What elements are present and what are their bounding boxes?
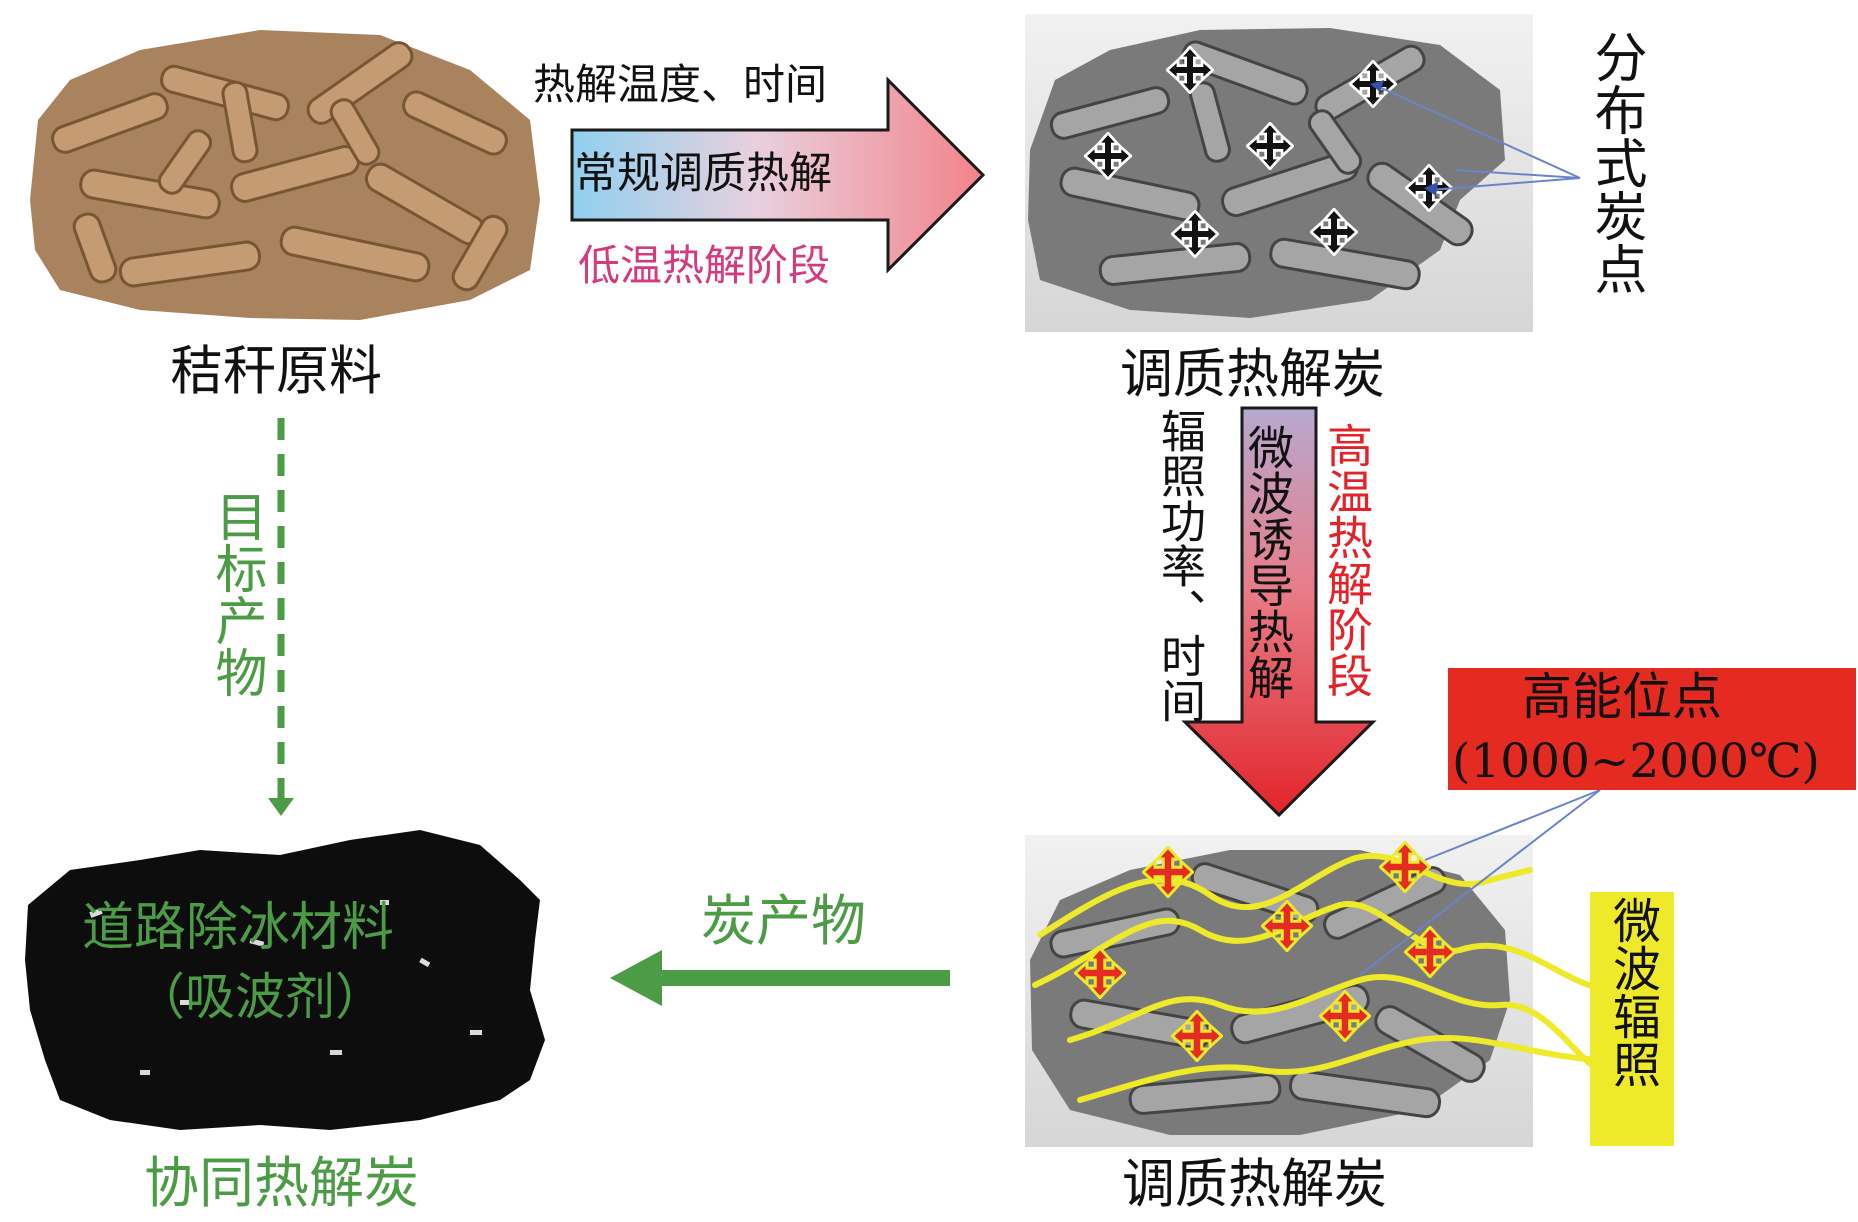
high-temperature-stage-label: 高温热解阶段 xyxy=(1320,422,1374,698)
microwave-irradiation-label: 微波辐照 xyxy=(1604,896,1660,1088)
pyrolysis-condition-label: 热解温度、时间 xyxy=(533,60,828,109)
high-energy-site-label: 高能位点 xyxy=(1522,668,1722,726)
absorber-label: （吸波剂） xyxy=(135,968,385,1026)
dashed-arrow-head xyxy=(268,798,294,816)
low-temperature-stage-label: 低温热解阶段 xyxy=(578,241,831,290)
synergy-char-image xyxy=(25,830,545,1130)
carbon-product-arrow-shaft xyxy=(650,970,950,986)
high-energy-leader-lines xyxy=(1359,789,1601,976)
microwave-pyrolysis-arrow xyxy=(1181,406,1377,818)
carbon-point-leader-lines xyxy=(1376,85,1581,191)
carbon-product-label: 炭产物 xyxy=(701,889,867,953)
conditioned-char-top-caption: 调质热解炭 xyxy=(1120,344,1385,405)
carbon-product-arrow-head xyxy=(610,950,662,1006)
deicing-material-label: 道路除冰材料 xyxy=(82,898,395,958)
microwave-waves xyxy=(1032,852,1613,1103)
conditioned-char-bottom-caption: 调质热解炭 xyxy=(1122,1154,1387,1215)
synergy-char-caption: 协同热解炭 xyxy=(144,1151,420,1215)
microwave-label-box xyxy=(1590,892,1674,1146)
conventional-pyrolysis-label: 常规调质热解 xyxy=(574,149,832,199)
conditioned-char-image-top xyxy=(1025,14,1533,332)
conventional-pyrolysis-arrow xyxy=(570,76,986,274)
leader-arrowheads xyxy=(1370,80,1438,196)
target-product-label: 目标产物 xyxy=(206,490,266,698)
raw-straw-pellets-image xyxy=(30,30,540,320)
raw-material-caption: 秸秆原料 xyxy=(170,341,382,402)
high-energy-box xyxy=(1448,668,1856,790)
microwave-pyrolysis-label: 微波诱导热解 xyxy=(1241,424,1295,700)
distributed-carbon-label: 分布式炭点 xyxy=(1586,30,1647,295)
irradiation-condition-label: 辐照功率、时间 xyxy=(1153,408,1206,723)
high-energy-temperature-label: (1000~2000℃) xyxy=(1452,734,1820,789)
